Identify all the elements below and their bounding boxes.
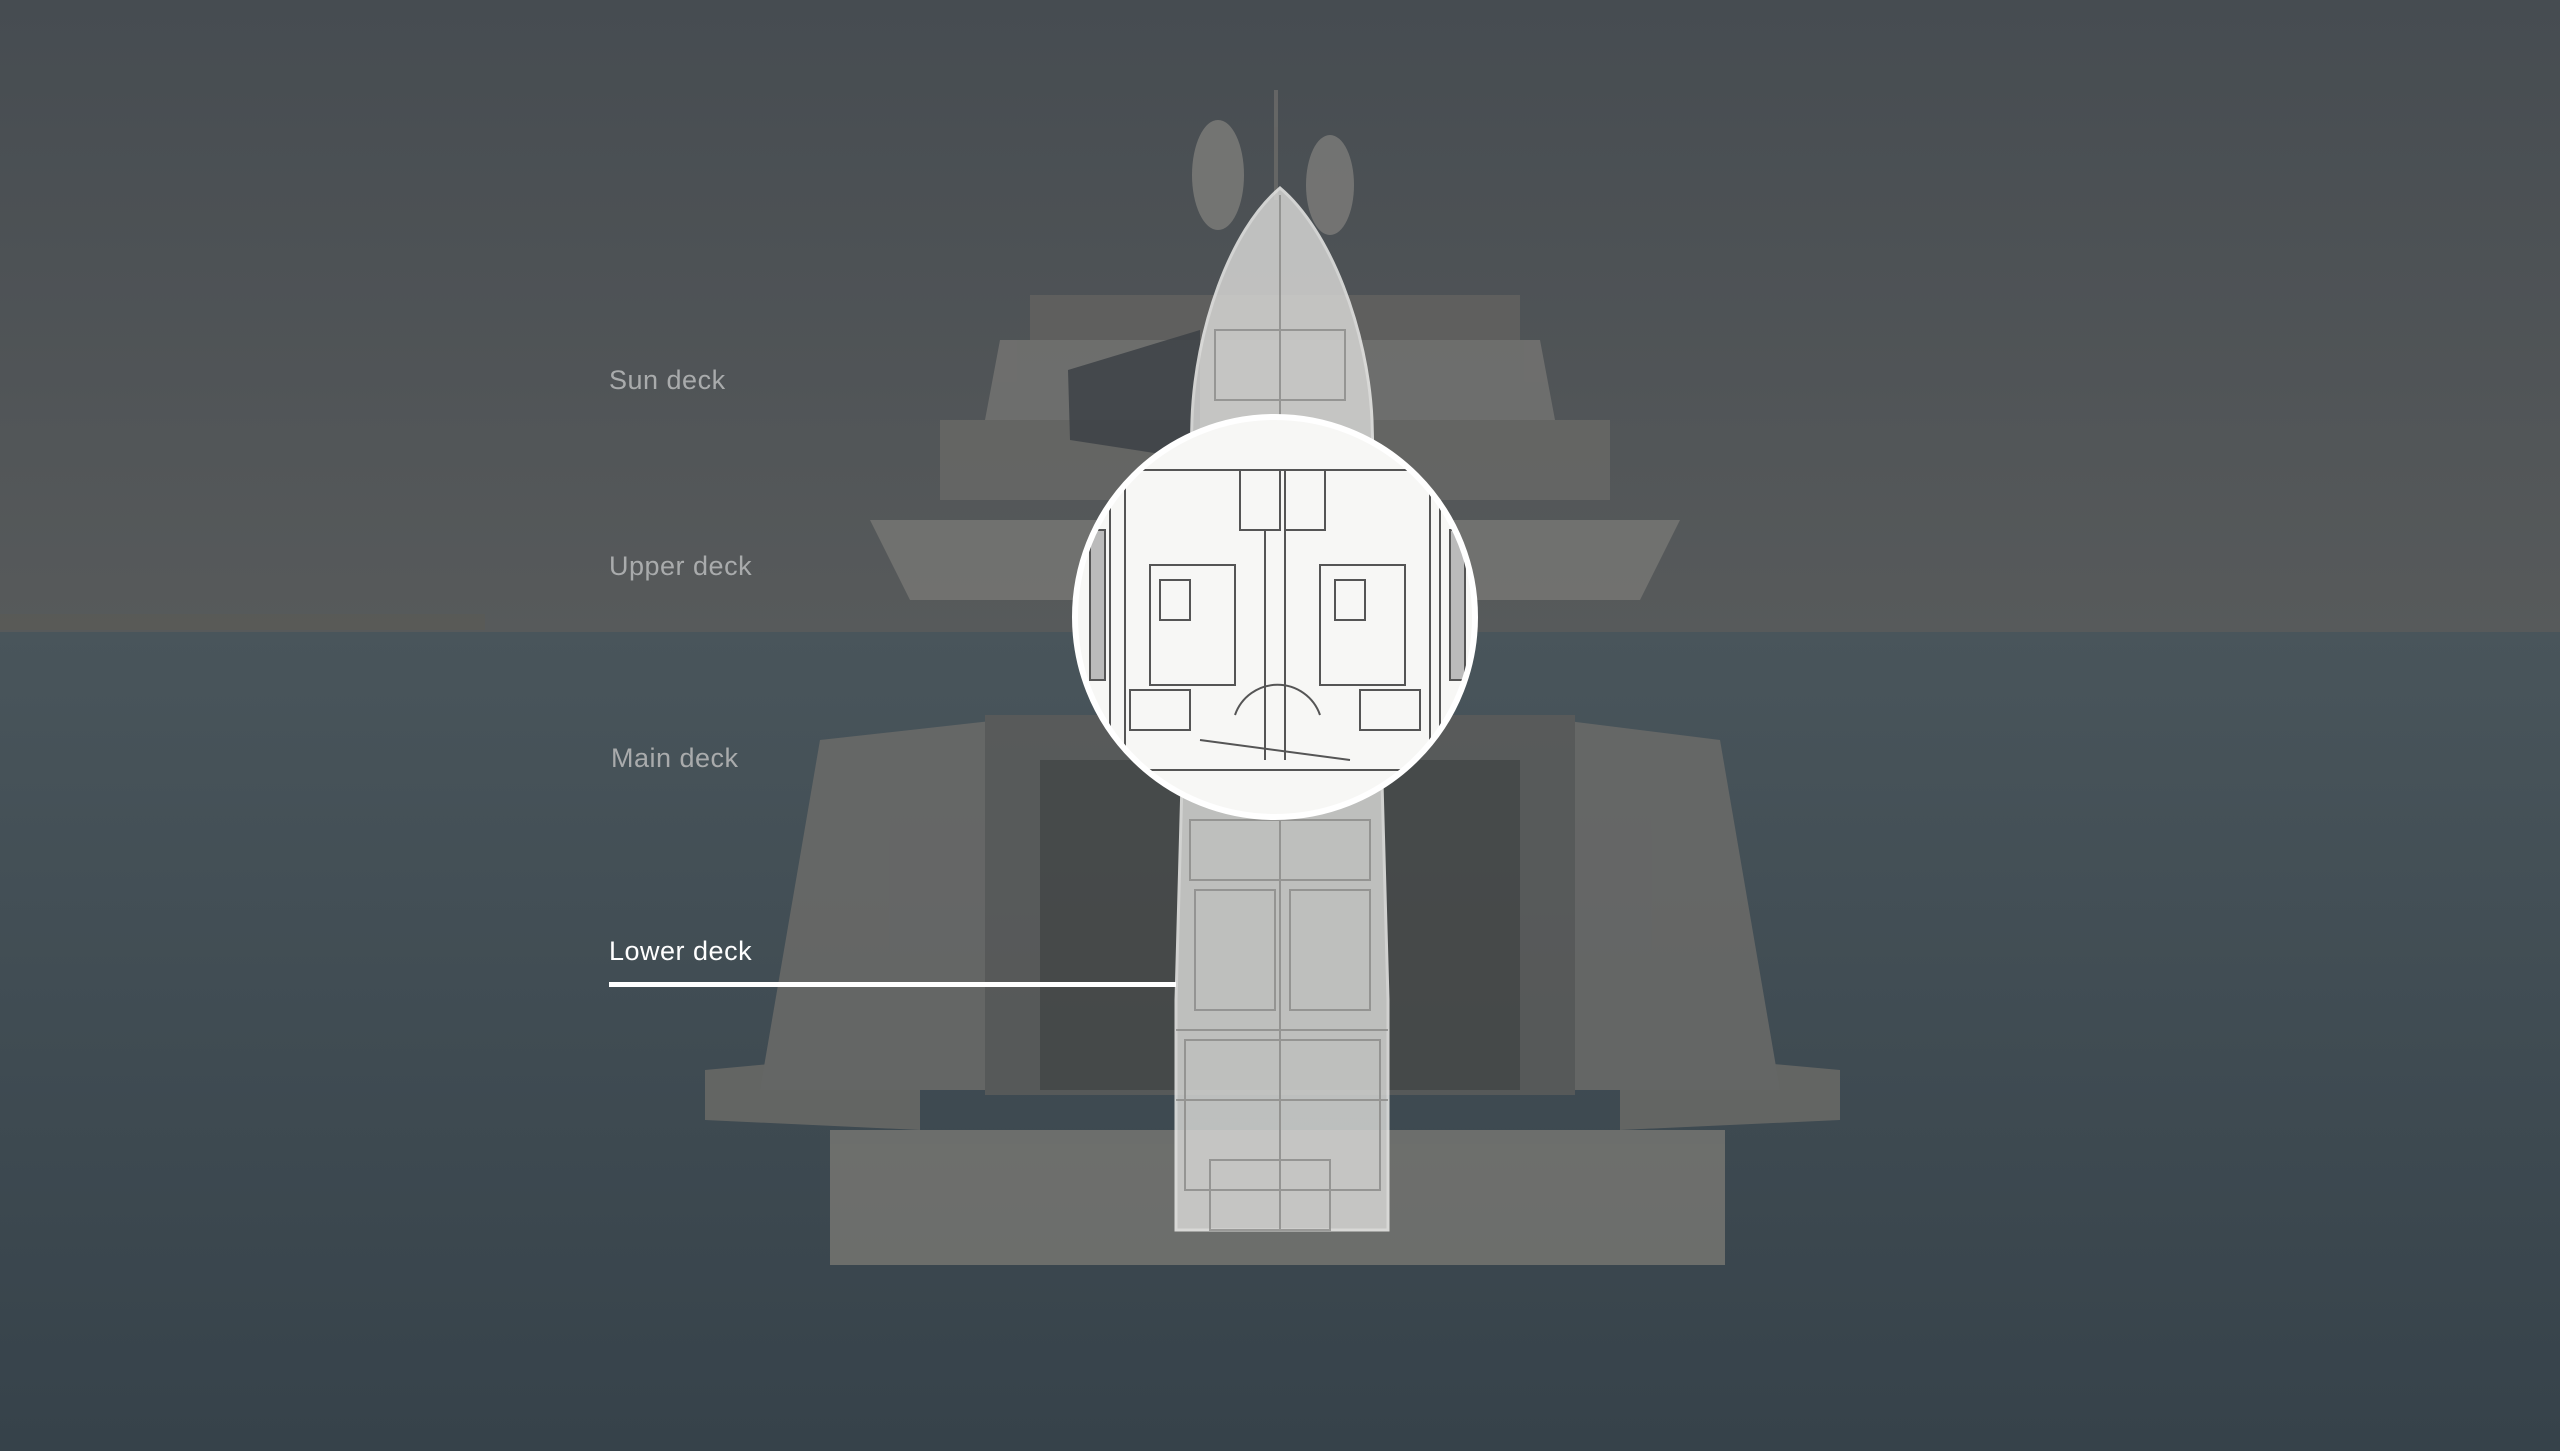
magnifier-lens [1072, 414, 1478, 820]
deck-tab-upper-deck[interactable]: Upper deck [609, 551, 753, 581]
deck-tab-sun-deck[interactable]: Sun deck [609, 365, 726, 395]
deck-tab-lower-deck[interactable]: Lower deck [609, 936, 753, 966]
deck-tab-main-deck[interactable]: Main deck [611, 743, 739, 773]
active-deck-indicator-line [609, 982, 1176, 987]
lower-deck-floor-plan [1072, 186, 1478, 1232]
